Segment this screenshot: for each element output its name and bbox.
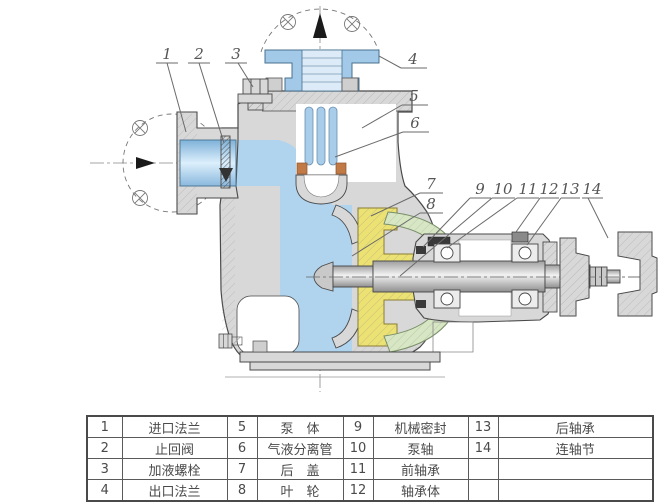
part-number-cell: 4	[86, 479, 123, 502]
valve-flap	[219, 168, 233, 182]
bolt-hole-icon	[344, 16, 360, 32]
separation-tubes	[295, 106, 348, 205]
bolt-hole-icon	[280, 14, 296, 30]
outlet-flange	[264, 49, 380, 92]
part-number-cell: 6	[226, 437, 258, 459]
callout-1: 1	[162, 45, 172, 63]
table-row: 2 止回阀 6 气液分离管 10 泵轴 14 连轴节	[86, 437, 654, 459]
part-number-cell: 7	[226, 458, 258, 480]
coupling	[559, 231, 658, 317]
grease-plug	[511, 231, 529, 243]
check-valve	[219, 135, 233, 189]
bolt-hole-icon	[132, 120, 148, 136]
callout-9: 9	[475, 180, 485, 198]
part-number-cell: 1	[86, 415, 123, 438]
part-name-cell: 加液螺栓	[121, 458, 228, 480]
part-number-cell: 10	[342, 437, 374, 459]
inlet-flow-arrow-icon	[136, 157, 155, 169]
housing-support	[432, 321, 474, 353]
outlet-bolt-circle	[260, 8, 380, 53]
callout-13: 13	[560, 180, 579, 198]
part-name-cell: 后轴承	[497, 415, 654, 438]
callout-12: 12	[539, 180, 558, 198]
part-number-cell: 9	[342, 415, 374, 438]
front-bearing	[433, 243, 461, 309]
leader-14	[582, 197, 609, 239]
part-name-cell: 止回阀	[121, 437, 228, 459]
callout-2: 2	[193, 45, 204, 63]
flow-arrows	[136, 13, 327, 169]
part-name-cell: 叶 轮	[256, 479, 344, 502]
pump-shaft	[306, 260, 652, 293]
part-name-cell: 前轴承	[372, 458, 469, 480]
callout-8: 8	[426, 195, 436, 213]
leader-7	[370, 192, 443, 217]
stud-bolt	[341, 77, 359, 92]
leader-8	[351, 212, 443, 257]
parts-table: 1 进口法兰 5 泵 体 9 机械密封 13 后轴承 2 止回阀 6 气液分离管…	[86, 415, 654, 502]
part-number-cell	[467, 458, 499, 480]
leader-1	[156, 62, 187, 133]
part-number-cell: 13	[467, 415, 499, 438]
leader-3	[225, 62, 254, 88]
gasket	[296, 162, 308, 175]
callout-10: 10	[493, 180, 513, 198]
leader-6	[334, 131, 429, 158]
part-number-cell	[467, 479, 499, 502]
callout-3: 3	[231, 45, 241, 63]
leader-5	[361, 104, 428, 129]
liquid-chambers	[236, 104, 396, 356]
table-row: 1 进口法兰 5 泵 体 9 机械密封 13 后轴承	[86, 415, 654, 438]
filler-bolt	[237, 78, 273, 111]
shaft-nut	[589, 266, 608, 287]
part-name-cell: 连轴节	[497, 437, 654, 459]
part-number-cell: 11	[342, 458, 374, 480]
part-name-cell	[497, 458, 654, 480]
part-name-cell: 机械密封	[372, 415, 469, 438]
part-name-cell	[497, 479, 654, 502]
part-name-cell: 轴承体	[372, 479, 469, 502]
gasket	[335, 162, 347, 175]
leader-10	[399, 197, 515, 277]
bolt-hole-icon	[132, 190, 148, 206]
part-name-cell: 后 盖	[256, 458, 344, 480]
part-number-cell: 8	[226, 479, 258, 502]
base-foot	[218, 333, 445, 378]
priming-chamber	[236, 295, 300, 355]
part-name-cell: 泵轴	[372, 437, 469, 459]
leader-13	[526, 197, 580, 246]
drain-bolt	[218, 333, 243, 349]
part-name-cell: 气液分离管	[256, 437, 344, 459]
part-number-cell: 5	[226, 415, 258, 438]
leader-2	[188, 62, 225, 144]
callout-6: 6	[410, 114, 420, 132]
bolt-circle-marks	[122, 8, 380, 213]
callout-14: 14	[582, 180, 601, 198]
part-number-cell: 3	[86, 458, 123, 480]
callout-5: 5	[409, 87, 419, 105]
part-number-cell: 14	[467, 437, 499, 459]
callout-7: 7	[426, 175, 436, 193]
leader-11	[446, 197, 539, 249]
outlet-flow-arrow-icon	[313, 13, 327, 38]
callout-numbers: 1 2 3 4 5 6 7 8 9 10 11 12 13 14	[162, 45, 601, 213]
table-row: 4 出口法兰 8 叶 轮 12 轴承体	[86, 479, 654, 502]
foot-bolt	[252, 340, 268, 353]
callout-4: 4	[407, 50, 418, 68]
part-name-cell: 出口法兰	[121, 479, 228, 502]
part-number-cell: 2	[86, 437, 123, 459]
part-name-cell: 泵 体	[256, 415, 344, 438]
leader-9	[422, 197, 491, 248]
table-row: 3 加液螺栓 7 后 盖 11 前轴承	[86, 458, 654, 480]
callout-leaders	[156, 55, 609, 277]
rear-bearing	[511, 243, 539, 309]
part-name-cell: 进口法兰	[121, 415, 228, 438]
part-number-cell: 12	[342, 479, 374, 502]
leader-4	[378, 55, 427, 69]
callout-11: 11	[518, 180, 537, 198]
leader-12	[515, 197, 559, 233]
